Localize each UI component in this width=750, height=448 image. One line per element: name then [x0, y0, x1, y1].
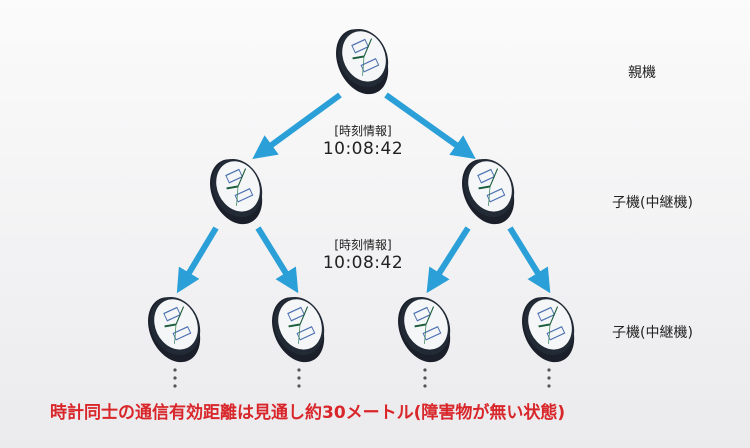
- continuation-dot: [297, 368, 301, 372]
- clock-icon: [336, 28, 389, 95]
- clock-icon: [462, 158, 515, 225]
- continuation-dot: [547, 376, 551, 380]
- arrow: [384, 92, 476, 159]
- continuation-dot: [173, 376, 177, 380]
- continuation-dot: [423, 368, 427, 372]
- time-info-1: [時刻情報] 10:08:42: [303, 122, 423, 159]
- label-parent: 親機: [628, 65, 656, 81]
- range-note: 時計同士の通信有効距離は見通し約30メートル(障害物が無い状態): [50, 403, 566, 423]
- clock-icon: [522, 296, 575, 363]
- continuation-dot: [547, 384, 551, 388]
- continuation-dot: [423, 376, 427, 380]
- time-info-value: 10:08:42: [322, 253, 404, 273]
- time-info-title: [時刻情報]: [334, 124, 392, 138]
- arrow: [426, 226, 471, 294]
- time-info-title: [時刻情報]: [334, 238, 392, 252]
- arrow: [507, 226, 551, 294]
- continuation-dot: [547, 368, 551, 372]
- clock-icon: [398, 296, 451, 363]
- continuation-dot: [297, 384, 301, 388]
- time-info-2: [時刻情報] 10:08:42: [303, 236, 423, 273]
- clock-icon: [210, 158, 263, 225]
- continuation-dot: [423, 384, 427, 388]
- arrow: [252, 92, 342, 160]
- arrow: [255, 226, 299, 294]
- continuation-dot: [297, 376, 301, 380]
- clock-icon: [272, 296, 325, 363]
- time-info-value: 10:08:42: [322, 139, 404, 159]
- continuation-dot: [173, 368, 177, 372]
- label-child-level2: 子機(中継機): [612, 325, 693, 341]
- label-child-level1: 子機(中継機): [612, 195, 693, 211]
- continuation-dot: [173, 384, 177, 388]
- arrow: [176, 226, 219, 294]
- clock-icon: [148, 296, 201, 363]
